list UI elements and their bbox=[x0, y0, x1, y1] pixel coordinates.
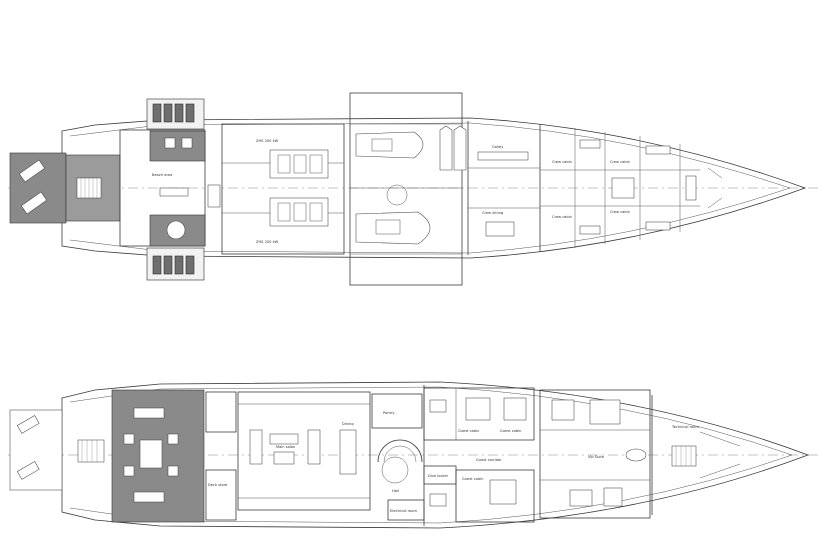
upper-deck-plan: Beach area ZHS 200 kW ZHS 200 kW bbox=[8, 92, 818, 286]
jet-skis bbox=[439, 125, 467, 171]
beach-area-label: Beach area bbox=[152, 173, 172, 177]
electrical-room-label: Electrical room bbox=[390, 509, 417, 513]
aft-lobby-room bbox=[205, 391, 237, 433]
bow-stairs bbox=[671, 445, 697, 467]
main-salon-label: Main salon bbox=[276, 445, 295, 449]
deck-store-label: Deck store bbox=[208, 483, 228, 487]
main-hull-outline bbox=[61, 381, 810, 529]
sunbed-1 bbox=[18, 159, 46, 183]
salon-sofa-1 bbox=[249, 429, 263, 465]
aft-sofa-2 bbox=[133, 491, 165, 503]
crew-cabin-label-1: Crew cabin bbox=[552, 160, 572, 164]
crew-cabin-label-2: Crew cabin bbox=[552, 215, 572, 219]
main-salon-room bbox=[237, 391, 371, 511]
guest-bed-2 bbox=[503, 397, 527, 421]
dive-locker bbox=[423, 465, 457, 485]
crew-cabin-label-4: Crew cabin bbox=[610, 210, 630, 214]
generator-port bbox=[269, 149, 329, 179]
dining-label: Dining bbox=[342, 422, 354, 426]
guest-cabin-port-aft bbox=[423, 387, 535, 441]
guest-bed-3 bbox=[489, 479, 517, 505]
galley-counter bbox=[477, 151, 529, 161]
engine-room bbox=[221, 123, 345, 255]
beach-deck-floor-port bbox=[149, 130, 206, 162]
dining-table bbox=[339, 429, 357, 475]
guest-cabin-label-1: Guest cabin bbox=[458, 429, 479, 433]
technical-room-label: Technical room bbox=[671, 425, 699, 429]
aft-table bbox=[139, 439, 163, 469]
hall-label: Hall bbox=[392, 489, 399, 493]
crew-table bbox=[485, 221, 515, 237]
spiral-staircase bbox=[377, 439, 423, 463]
pantry-room bbox=[371, 393, 423, 429]
engine-label-port: ZHS 200 kW bbox=[256, 139, 279, 143]
guest-cabin-label-2: Guest cabin bbox=[500, 429, 521, 433]
tender-garage-frame bbox=[349, 92, 463, 286]
guest-bed-1 bbox=[465, 397, 491, 421]
main-aft-stairs bbox=[77, 439, 105, 463]
vip-bathtub bbox=[625, 448, 647, 462]
crew-cabin-label-3: Crew cabin bbox=[610, 160, 630, 164]
stair-landing bbox=[381, 456, 409, 484]
crew-dining-label: Crew dining bbox=[482, 211, 503, 215]
main-deck-plan: Deck store Main salon Dining Pantry Hall… bbox=[8, 381, 818, 529]
tender-stbd bbox=[355, 211, 431, 245]
guest-corridor-label: Guest corridor bbox=[476, 458, 502, 462]
salon-sofa-2 bbox=[307, 429, 321, 465]
aft-sofa-1 bbox=[133, 407, 165, 419]
upper-hull-outline bbox=[61, 117, 807, 259]
vip-bed bbox=[589, 399, 621, 425]
deck-store-room bbox=[205, 469, 237, 521]
guest-cabin-stbd bbox=[455, 469, 535, 523]
guest-cabin-label-3: Guest cabin bbox=[462, 477, 483, 481]
tender-port bbox=[355, 131, 424, 159]
upper-hull-inner bbox=[69, 122, 791, 254]
dive-locker-label: Dive locker bbox=[428, 474, 449, 478]
main-hull-inner bbox=[69, 386, 793, 524]
engine-label-stbd: ZHS 200 kW bbox=[256, 240, 279, 244]
pantry-label: Pantry bbox=[383, 411, 395, 415]
vip-suite-label: Vip Suite bbox=[588, 455, 605, 459]
galley-label: Galley bbox=[492, 145, 504, 149]
vip-suite bbox=[539, 389, 651, 519]
sunbed-2 bbox=[20, 191, 48, 215]
generator-stbd bbox=[269, 197, 329, 227]
